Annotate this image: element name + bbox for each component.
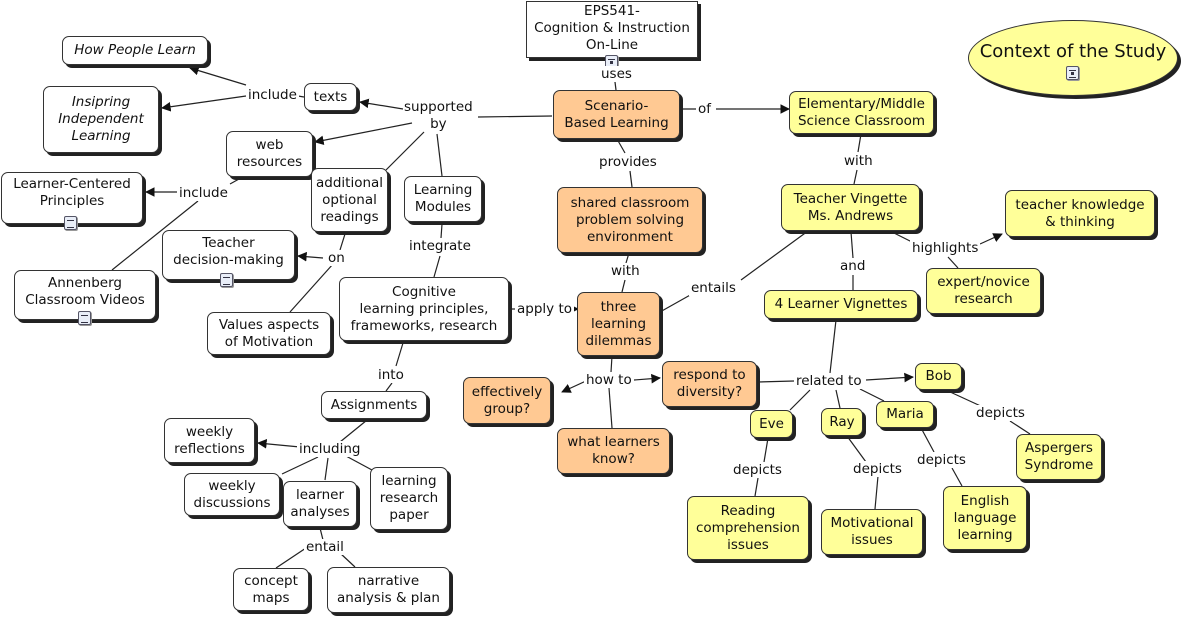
- link-label-highlights: highlights: [910, 240, 981, 256]
- link-label-how-to: how to: [584, 372, 634, 388]
- reading-comprehension-node[interactable]: Reading comprehension issues: [687, 496, 809, 560]
- cognitive-principles-node[interactable]: Cognitive learning principles, framework…: [339, 277, 509, 341]
- elementary-middle-classroom-node[interactable]: Elementary/Middle Science Classroom: [789, 91, 934, 134]
- bob-node[interactable]: Bob: [915, 363, 962, 390]
- link-label-integrate: integrate: [407, 238, 473, 254]
- link-label-and: and: [838, 258, 868, 274]
- how-people-learn-node[interactable]: How People Learn: [62, 36, 208, 65]
- link-label-apply-to: apply to: [515, 301, 574, 317]
- learning-modules-node[interactable]: Learning Modules: [404, 176, 482, 222]
- link-label-include: include: [177, 185, 230, 201]
- effectively-group-node[interactable]: effectively group?: [463, 377, 551, 424]
- link-label-related-to: related to: [794, 373, 864, 389]
- assignments-node[interactable]: Assignments: [321, 391, 427, 419]
- motivational-issues-node[interactable]: Motivational issues: [821, 509, 923, 555]
- link-label-supported-by: supported by: [404, 99, 473, 132]
- teacher-knowledge-node[interactable]: teacher knowledge & thinking: [1005, 190, 1155, 237]
- scenario-based-learning-node[interactable]: Scenario- Based Learning: [553, 90, 680, 139]
- document-icon[interactable]: [78, 311, 91, 325]
- teacher-vignette-node[interactable]: Teacher Vingette Ms. Andrews: [781, 184, 920, 231]
- texts-node[interactable]: texts: [304, 83, 357, 111]
- link-label-uses: uses: [599, 66, 634, 82]
- learning-research-paper-node[interactable]: learning research paper: [370, 467, 448, 530]
- link-label-with: with: [842, 153, 875, 169]
- link-label-on: on: [326, 250, 347, 266]
- link-label-of: of: [696, 101, 714, 117]
- ray-node[interactable]: Ray: [821, 408, 863, 436]
- eve-node[interactable]: Eve: [750, 410, 793, 438]
- additional-readings-node[interactable]: additional optional readings: [311, 168, 388, 232]
- weekly-reflections-node[interactable]: weekly reflections: [164, 418, 255, 463]
- three-learning-dilemmas-node[interactable]: three learning dilemmas: [577, 292, 660, 356]
- link-label-provides: provides: [597, 154, 659, 170]
- page-title: Context of the Study: [979, 41, 1167, 62]
- link-label-entails: entails: [689, 280, 738, 296]
- respond-to-diversity-node[interactable]: respond to diversity?: [662, 361, 757, 407]
- learner-analyses-node[interactable]: learner analyses: [283, 481, 357, 527]
- learner-vignettes-node[interactable]: 4 Learner Vignettes: [764, 290, 918, 319]
- teacher-decision-making-node[interactable]: Teacher decision-making: [162, 230, 295, 280]
- narrative-analysis-node[interactable]: narrative analysis & plan: [327, 567, 450, 613]
- web-resources-node[interactable]: web resources: [226, 131, 313, 177]
- inspiring-independent-learning-node[interactable]: Insipring Independent Learning: [43, 86, 159, 153]
- link-label-include: include: [246, 87, 299, 103]
- expert-novice-node[interactable]: expert/novice research: [926, 268, 1041, 314]
- course-node[interactable]: EPS541- Cognition & Instruction On-Line: [526, 1, 698, 58]
- shared-classroom-node[interactable]: shared classroom problem solving environ…: [557, 187, 703, 253]
- document-icon[interactable]: [64, 216, 77, 230]
- concept-map-icon[interactable]: [1066, 66, 1079, 80]
- learner-centered-principles-node[interactable]: Learner-Centered Principles: [1, 172, 143, 224]
- context-of-study-title: Context of the Study: [968, 20, 1178, 96]
- values-motivation-node[interactable]: Values aspects of Motivation: [207, 312, 331, 355]
- link-label-depicts: depicts: [851, 461, 904, 477]
- what-learners-know-node[interactable]: what learners know?: [557, 428, 670, 474]
- concept-maps-node[interactable]: concept maps: [233, 568, 309, 611]
- link-label-including: including: [297, 441, 363, 457]
- aspergers-syndrome-node[interactable]: Aspergers Syndrome: [1016, 434, 1102, 480]
- link-label-depicts: depicts: [731, 462, 784, 478]
- link-label-with: with: [609, 263, 642, 279]
- link-label-into: into: [376, 367, 406, 383]
- link-label-depicts: depicts: [915, 452, 968, 468]
- weekly-discussions-node[interactable]: weekly discussions: [184, 473, 280, 516]
- english-language-learning-node[interactable]: English language learning: [943, 486, 1027, 550]
- link-label-entail: entail: [304, 539, 346, 555]
- document-icon[interactable]: [220, 273, 233, 287]
- maria-node[interactable]: Maria: [876, 401, 934, 428]
- link-label-depicts: depicts: [974, 405, 1027, 421]
